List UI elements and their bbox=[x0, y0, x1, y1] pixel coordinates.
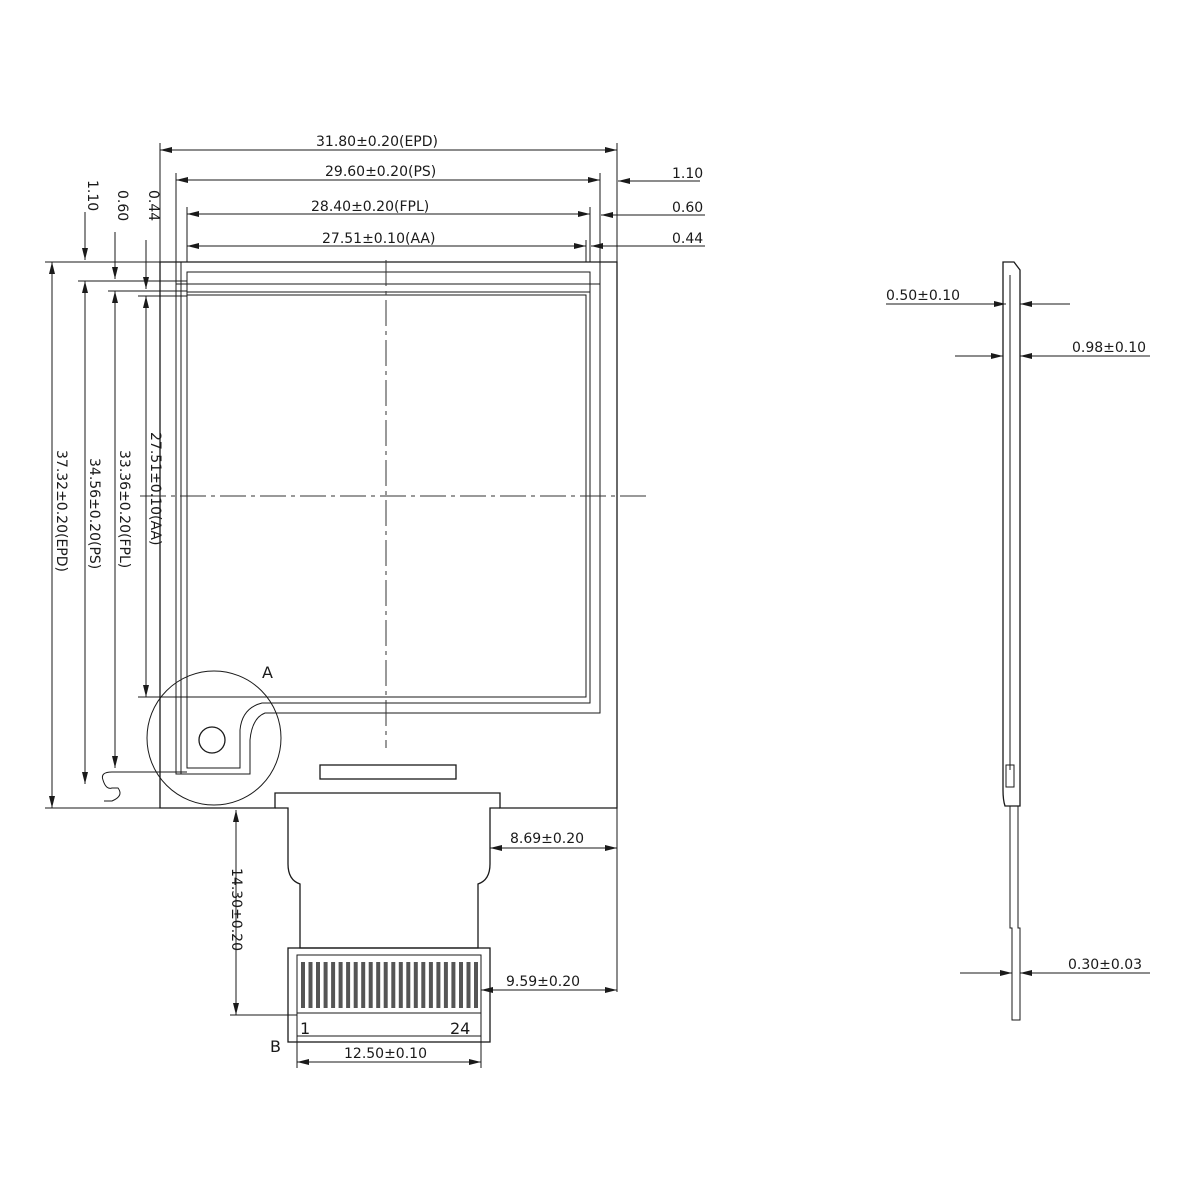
dim-height-ps-label: 34.56±0.20(PS) bbox=[86, 458, 102, 569]
pin-first-label: 1 bbox=[300, 1019, 310, 1038]
dim-side-thickness-1-label: 0.50±0.10 bbox=[886, 288, 960, 304]
dim-width-fpl-label: 28.40±0.20(FPL) bbox=[311, 199, 429, 215]
fpc-pin bbox=[459, 962, 463, 1008]
side-view: 0.50±0.10 0.98±0.10 0.30±0.03 bbox=[886, 261, 1150, 1021]
dim-left-offset-fpl-label: 0.60 bbox=[114, 190, 130, 221]
dim-side-thickness-2-label: 0.98±0.10 bbox=[1072, 340, 1146, 356]
dim-offset-fpl-label: 0.60 bbox=[672, 200, 703, 216]
fpc-pin bbox=[436, 962, 441, 1008]
ps-outline bbox=[175, 261, 601, 775]
fpc-pin bbox=[353, 962, 358, 1008]
fpl-outline bbox=[186, 271, 591, 769]
dim-height-aa-label: 27.51±0.10(AA) bbox=[147, 432, 163, 545]
dim-fpc-offset-2-label: 9.59±0.20 bbox=[506, 974, 580, 990]
fpc-pin bbox=[323, 962, 328, 1008]
side-fpc-profile bbox=[1009, 806, 1021, 1021]
epd-outline bbox=[159, 261, 618, 809]
fpc-pin bbox=[421, 962, 426, 1008]
dim-height-epd-label: 37.32±0.20(EPD) bbox=[53, 450, 69, 572]
dim-width-ps-label: 29.60±0.20(PS) bbox=[325, 164, 436, 180]
fpc-pin bbox=[398, 962, 403, 1008]
fpc-pin bbox=[383, 962, 388, 1008]
panel-slot bbox=[319, 764, 457, 780]
side-panel-ic bbox=[1005, 764, 1015, 788]
fpc-pin bbox=[376, 962, 381, 1008]
dim-width-epd-label: 31.80±0.20(EPD) bbox=[316, 134, 438, 150]
fpc-pin bbox=[346, 962, 351, 1008]
fpc-tail bbox=[275, 807, 500, 949]
fpc-pin bbox=[316, 962, 320, 1008]
detail-a-label: A bbox=[262, 663, 273, 682]
fpc-pin bbox=[361, 962, 366, 1008]
fpc-pin bbox=[451, 962, 456, 1008]
fpc-pin bbox=[428, 962, 433, 1008]
detail-b-label: B bbox=[270, 1037, 281, 1056]
dim-offset-aa-label: 0.44 bbox=[672, 231, 703, 247]
wire-loop bbox=[101, 771, 187, 802]
fpc-pin bbox=[331, 962, 336, 1008]
detail-a-circle bbox=[146, 670, 282, 806]
dim-height-fpl-label: 33.36±0.20(FPL) bbox=[116, 450, 132, 568]
dim-offset-epd-label: 1.10 bbox=[672, 166, 703, 182]
fpc-pin bbox=[338, 962, 343, 1008]
fpc-pin bbox=[443, 962, 448, 1008]
fpc-pin bbox=[391, 962, 396, 1008]
fpc-pin bbox=[301, 962, 305, 1008]
fpc-connector bbox=[287, 947, 491, 1043]
fpc-pin bbox=[368, 962, 373, 1008]
mounting-hole bbox=[198, 726, 226, 754]
dim-fpc-length-label: 14.30±0.20 bbox=[228, 868, 244, 951]
pin-last-label: 24 bbox=[450, 1019, 470, 1038]
dim-connector-width-label: 12.50±0.10 bbox=[344, 1046, 427, 1062]
dim-left-offset-epd-label: 1.10 bbox=[84, 180, 100, 211]
fpc-pin bbox=[406, 962, 411, 1008]
dim-width-aa-label: 27.51±0.10(AA) bbox=[322, 231, 435, 247]
fpc-connector-inner-2 bbox=[296, 1012, 482, 1037]
front-view: A 1 24 B 31.80±0.20(EPD) 29.60±0.20(PS) … bbox=[45, 134, 705, 1068]
fpc-pin bbox=[413, 962, 418, 1008]
dim-fpc-offset-1-label: 8.69±0.20 bbox=[510, 831, 584, 847]
fpc-pin bbox=[308, 962, 313, 1008]
fpc-pin bbox=[466, 962, 471, 1008]
fpc-pins bbox=[301, 962, 478, 1008]
side-panel-profile bbox=[1002, 261, 1021, 807]
dim-side-fpc-label: 0.30±0.03 bbox=[1068, 957, 1142, 973]
fpc-pin bbox=[474, 962, 478, 1008]
dim-left-offset-aa-label: 0.44 bbox=[145, 190, 161, 221]
